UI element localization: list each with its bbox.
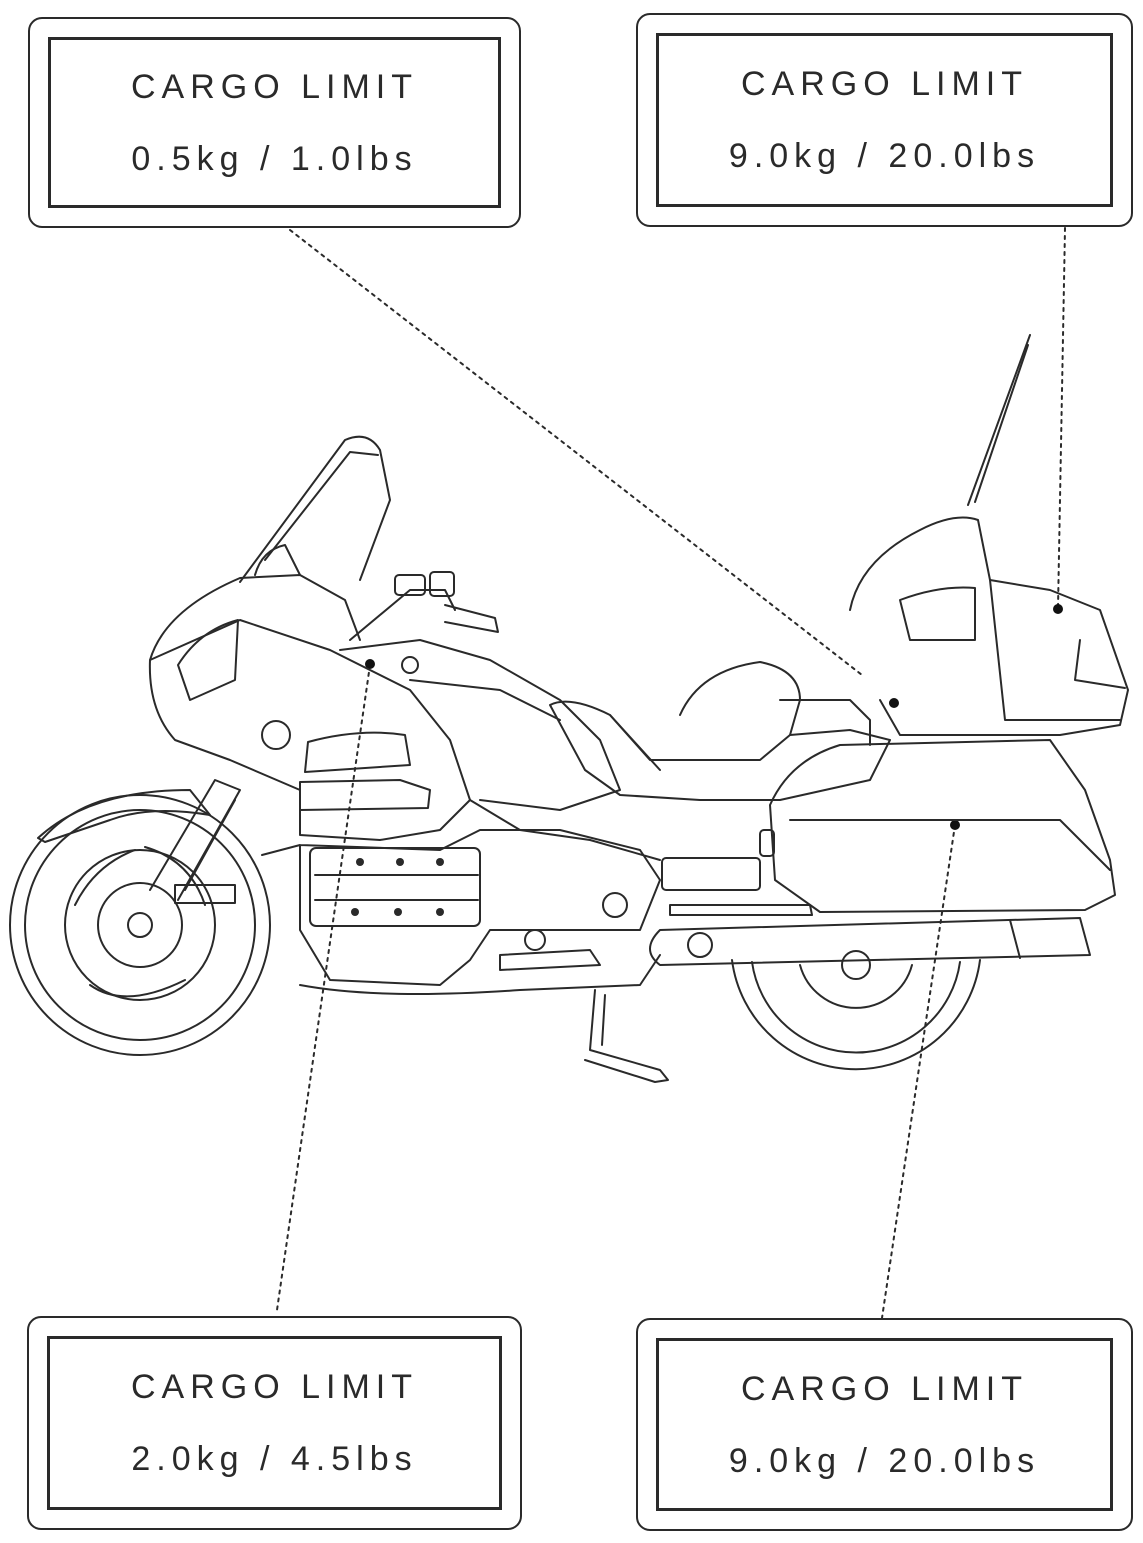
trunk — [849, 334, 1129, 736]
engine — [261, 829, 661, 995]
cargo-label-panel: CARGO LIMIT 9.0kg / 20.0lbs — [656, 33, 1113, 207]
cargo-label-value: 9.0kg / 20.0lbs — [728, 137, 1041, 175]
footrest — [661, 857, 813, 916]
kickstand — [584, 989, 669, 1083]
cargo-label-bottom-left: CARGO LIMIT 2.0kg / 4.5lbs — [27, 1316, 522, 1530]
leader-line-top-right — [1057, 227, 1066, 609]
leader-line-bottom-left — [276, 664, 371, 1311]
cargo-label-value: 0.5kg / 1.0lbs — [131, 139, 418, 178]
exhaust — [649, 917, 1091, 966]
dot-saddlebag — [950, 820, 960, 830]
dot-trunk-pocket — [889, 698, 899, 708]
cargo-label-value: 9.0kg / 20.0lbs — [728, 1441, 1041, 1480]
cargo-label-title: CARGO LIMIT — [740, 1369, 1029, 1408]
front-fender-and-fork — [37, 779, 241, 904]
leader-lines — [276, 227, 1066, 1319]
cargo-label-bottom-right: CARGO LIMIT 9.0kg / 20.0lbs — [636, 1318, 1133, 1531]
rear-wheel — [731, 950, 981, 1071]
dot-trunk — [1053, 604, 1063, 614]
seat — [549, 661, 891, 801]
cargo-label-panel: CARGO LIMIT 0.5kg / 1.0lbs — [48, 37, 501, 208]
handlebars — [349, 571, 499, 674]
tank-and-frame — [339, 639, 661, 861]
callout-dots — [365, 604, 1063, 830]
cargo-label-title: CARGO LIMIT — [740, 65, 1029, 103]
fairing — [148, 435, 471, 841]
cargo-label-panel: CARGO LIMIT 2.0kg / 4.5lbs — [47, 1336, 502, 1510]
cargo-label-top-left: CARGO LIMIT 0.5kg / 1.0lbs — [28, 17, 521, 228]
cargo-label-title: CARGO LIMIT — [130, 67, 419, 106]
leader-line-top-left — [289, 229, 863, 676]
leader-line-bottom-right — [881, 824, 956, 1319]
cargo-label-panel: CARGO LIMIT 9.0kg / 20.0lbs — [656, 1338, 1113, 1511]
saddlebag — [759, 739, 1116, 913]
cargo-label-value: 2.0kg / 4.5lbs — [131, 1440, 418, 1478]
dot-glovebox — [365, 659, 375, 669]
front-wheel — [9, 794, 271, 1056]
cargo-label-title: CARGO LIMIT — [130, 1368, 419, 1406]
cargo-label-top-right: CARGO LIMIT 9.0kg / 20.0lbs — [636, 13, 1133, 227]
